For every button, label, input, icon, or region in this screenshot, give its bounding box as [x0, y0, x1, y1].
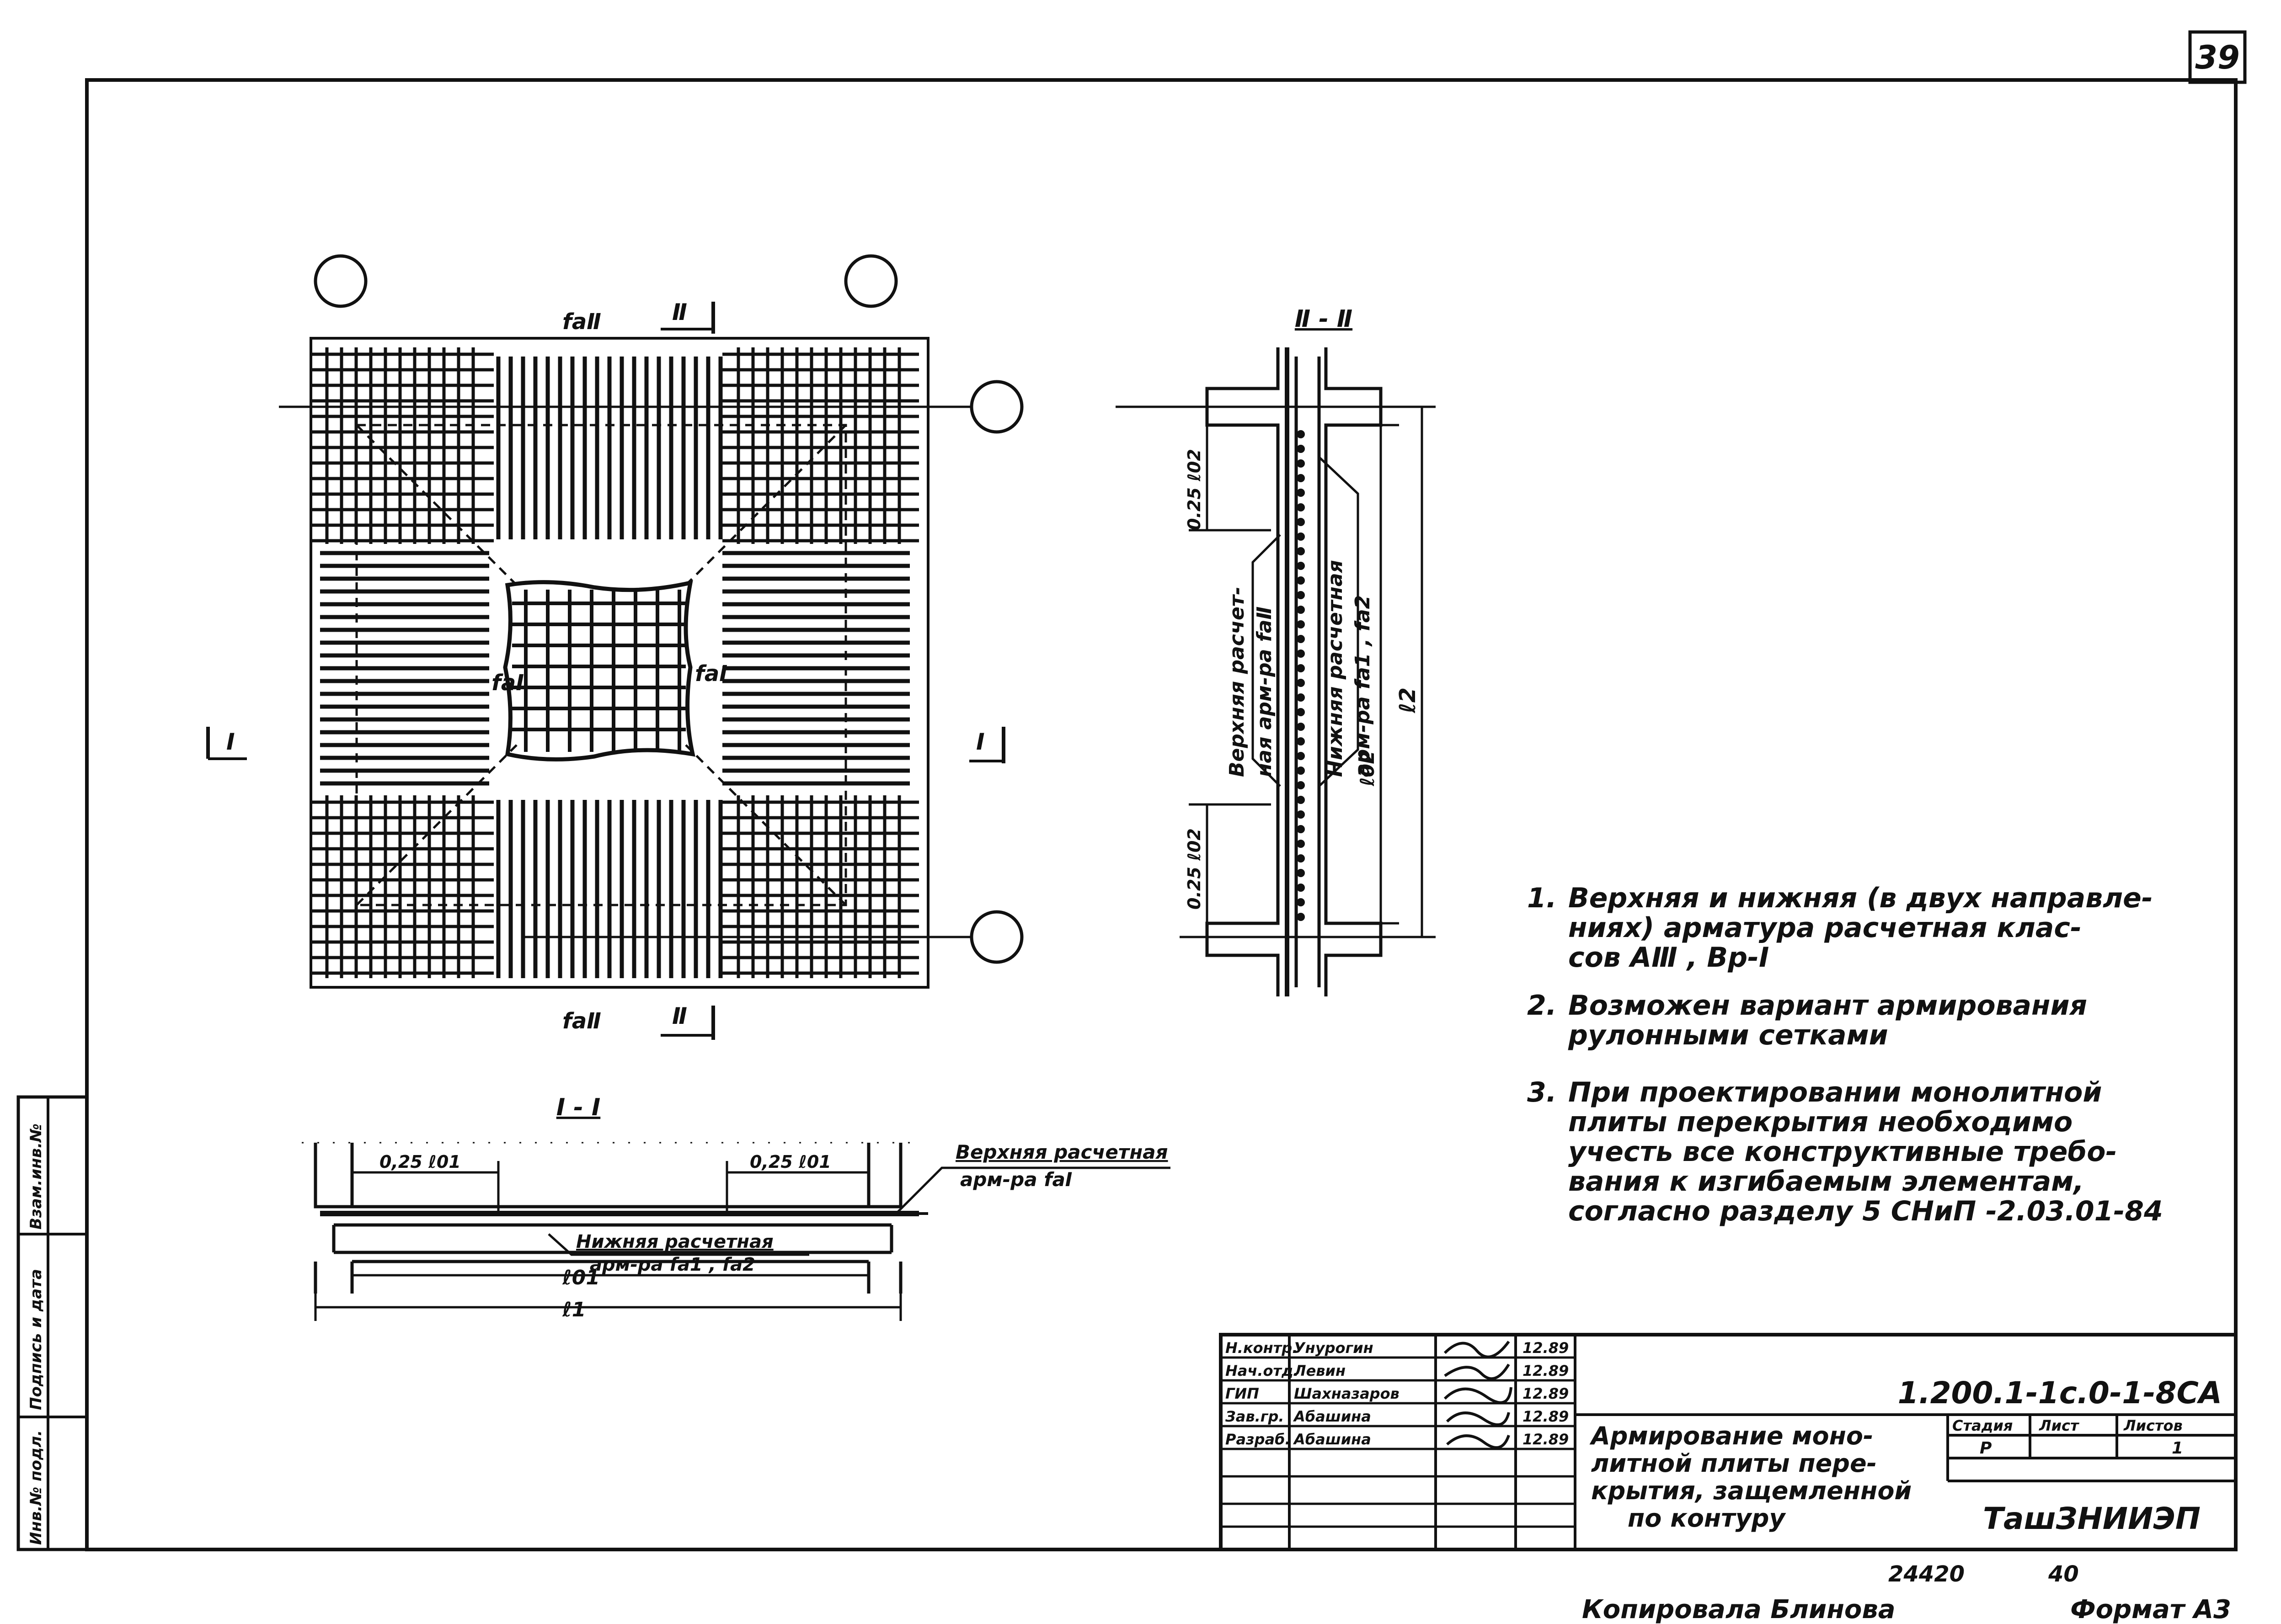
section-2-view: Ⅱ - Ⅱ 0.25 ℓ02 0.25 ℓ02 ℓ02 ℓ2 — [1116, 305, 1436, 996]
tb-date-4: 12.89 — [1522, 1408, 1569, 1425]
title-block: Н.контр. Нач.отд. ГИП Зав.гр. Разраб. Ун… — [1219, 1333, 2238, 1551]
tb-organization: ТашЗНИИЭП — [1983, 1501, 2201, 1536]
footer: 24420 40 Копировала Блинова Формат А3 — [1582, 1561, 2231, 1624]
section-2-lower-label-1: Нижняя расчетная — [1324, 560, 1347, 777]
section-1-upper-label-2: арм-ра fаⅠ — [960, 1168, 1072, 1191]
column-circle-top-left — [314, 254, 368, 308]
section-2-dim-top: 0.25 ℓ02 — [1184, 449, 1204, 530]
section-mark-left: Ⅰ — [206, 727, 247, 760]
plan-label-bottom: fаⅡ — [562, 1008, 601, 1034]
plan-rebar — [311, 347, 919, 978]
tb-signatures — [1443, 1341, 1512, 1449]
note-3-line-1: При проектировании монолитной — [1568, 1076, 2102, 1108]
column-circle-right-upper — [970, 380, 1024, 434]
note-2-line-2: рулонными сетками — [1568, 1019, 1888, 1051]
note-2-num: 2. — [1527, 990, 1557, 1022]
section-2-dim-full: ℓ2 — [1395, 687, 1421, 713]
tb-role-5: Разраб. — [1225, 1431, 1291, 1448]
footer-copied-by: Копировала Блинова — [1582, 1595, 1896, 1624]
plan-label-top: fаⅡ — [562, 309, 601, 335]
tb-sheet-header: Лист — [2039, 1417, 2080, 1434]
tb-title-line-2: литной плиты пере- — [1591, 1449, 1877, 1478]
stamp-inv-replace: Взам.инв.№ — [27, 1123, 45, 1230]
section-1-lower-label-2: арм-ра fа1 , fа2 — [590, 1254, 755, 1275]
section-1-title: Ⅰ - Ⅰ — [556, 1094, 600, 1121]
tb-sheets-value: 1 — [2172, 1439, 2183, 1458]
svg-text:Ⅰ: Ⅰ — [226, 729, 235, 755]
page-number: 39 — [2195, 39, 2239, 76]
section-2-dim-bottom: 0.25 ℓ02 — [1184, 828, 1204, 910]
note-3-line-5: согласно разделу 5 СНиП -2.03.01-84 — [1568, 1195, 2163, 1227]
note-1-line-3: сов АⅢ , Вр-Ⅰ — [1568, 942, 1769, 974]
page-number-box: 39 — [2188, 30, 2247, 84]
tb-name-5: Абашина — [1293, 1431, 1371, 1448]
central-mesh — [503, 580, 695, 761]
note-1-line-1: Верхняя и нижняя (в двух направле- — [1568, 882, 2153, 914]
section-2-upper-label-2: ная арм-ра fаⅡ — [1253, 607, 1276, 777]
plan-view: fаⅡ fаⅡ fаⅠ fаⅠ Ⅱ Ⅱ Ⅰ Ⅰ — [206, 254, 1024, 1040]
note-3-line-3: учесть все конструктивные требо- — [1568, 1136, 2117, 1168]
tb-role-1: Н.контр. — [1225, 1339, 1298, 1357]
footer-format: Формат А3 — [2070, 1595, 2231, 1624]
note-3-num: 3. — [1527, 1076, 1557, 1108]
tb-sheets-header: Листов — [2123, 1417, 2183, 1434]
tb-name-2: Левин — [1293, 1362, 1346, 1379]
notes: 1. Верхняя и нижняя (в двух направле- ни… — [1527, 882, 2163, 1227]
section-1-dim-left: 0,25 ℓ01 — [379, 1152, 461, 1172]
svg-text:Ⅰ: Ⅰ — [976, 729, 985, 755]
plan-label-left: fаⅠ — [491, 670, 524, 696]
footer-number-left: 24420 — [1888, 1561, 1965, 1587]
svg-text:Ⅱ: Ⅱ — [672, 1003, 687, 1029]
tb-role-4: Зав.гр. — [1225, 1408, 1284, 1425]
section-2-title: Ⅱ - Ⅱ — [1295, 305, 1352, 333]
column-circle-top-right — [844, 254, 898, 308]
tb-stage-header: Стадия — [1952, 1417, 2013, 1434]
sheet-frame — [85, 78, 2238, 1551]
tb-title-line-4: по контуру — [1628, 1504, 1786, 1533]
note-2-line-1: Возможен вариант армирования — [1568, 990, 2087, 1022]
tb-document-code: 1.200.1-1с.0-1-8СА — [1898, 1375, 2222, 1411]
tb-name-4: Абашина — [1293, 1408, 1371, 1425]
section-2-upper-label-1: Верхняя расчет- — [1225, 586, 1249, 777]
section-1-dim-full: ℓ1 — [562, 1298, 586, 1321]
tb-date-1: 12.89 — [1522, 1339, 1569, 1357]
section-1-dim-mid: ℓ01 — [562, 1266, 600, 1289]
note-1-line-2: ниях) арматура расчетная клас- — [1568, 912, 2082, 944]
section-mark-right: Ⅰ — [969, 727, 1005, 763]
footer-number-right: 40 — [2048, 1561, 2079, 1587]
svg-text:Ⅱ: Ⅱ — [672, 299, 687, 325]
section-1-lower-label-1: Нижняя расчетная — [576, 1231, 774, 1252]
section-mark-bottom: Ⅱ — [661, 1003, 715, 1040]
section-1-dim-right: 0,25 ℓ01 — [750, 1152, 831, 1172]
side-stamp: Инв.№ подл. Подпись и дата Взам.инв.№ — [16, 1095, 89, 1551]
tb-role-3: ГИП — [1225, 1385, 1259, 1402]
note-3-line-4: вания к изгибаемым элементам, — [1568, 1166, 2084, 1198]
tb-name-1: Унурогин — [1294, 1339, 1373, 1357]
tb-role-2: Нач.отд. — [1225, 1362, 1299, 1379]
tb-date-5: 12.89 — [1522, 1431, 1569, 1448]
column-circle-right-lower — [970, 910, 1024, 964]
section-mark-top: Ⅱ — [661, 299, 715, 334]
section-1-view: Ⅰ - Ⅰ 0,25 ℓ01 0,25 ℓ01 ℓ01 ℓ1 — [302, 1094, 1170, 1321]
section-2-dim-mid: ℓ02 — [1356, 751, 1378, 787]
note-3-line-2: плиты перекрытия необходимо — [1568, 1106, 2073, 1138]
section-2-lower-label-2: арм-ра fа1 , fа2 — [1351, 595, 1374, 777]
stamp-inv-orig: Инв.№ подл. — [27, 1430, 45, 1545]
tb-title-line-3: крытия, защемленной — [1591, 1476, 1912, 1505]
tb-name-3: Шахназаров — [1294, 1385, 1400, 1402]
tb-title-line-1: Армирование моно- — [1589, 1422, 1873, 1450]
plan-label-right: fаⅠ — [695, 661, 727, 687]
tb-stage-value: Р — [1980, 1439, 1992, 1458]
tb-date-2: 12.89 — [1522, 1362, 1569, 1379]
stamp-signature-date: Подпись и дата — [27, 1269, 45, 1410]
section-1-upper-label-1: Верхняя расчетная — [956, 1141, 1168, 1163]
note-1-num: 1. — [1527, 882, 1557, 914]
tb-date-3: 12.89 — [1522, 1385, 1569, 1402]
